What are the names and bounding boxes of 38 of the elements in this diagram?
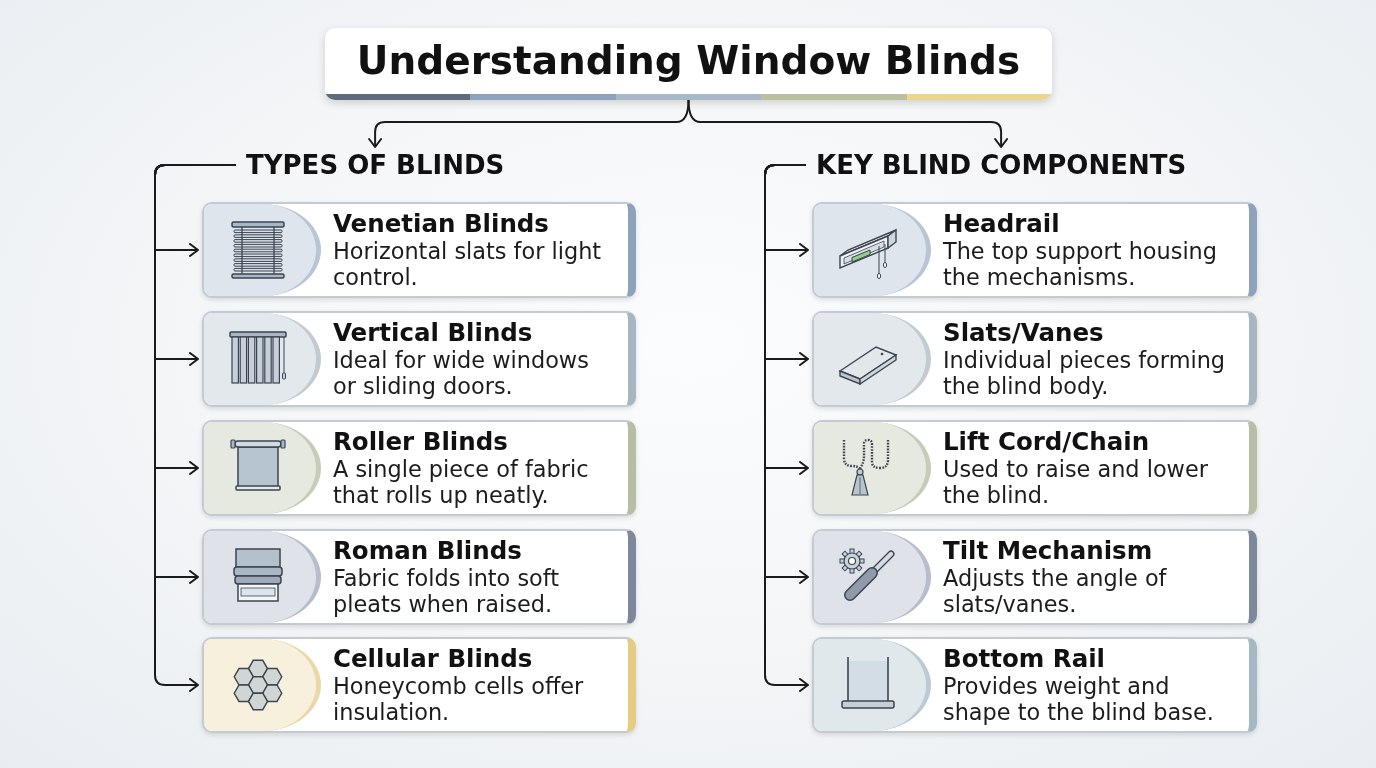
info-card xyxy=(812,529,1257,625)
card-title: Venetian Blinds xyxy=(333,209,550,238)
card-title: Headrail xyxy=(943,209,1061,238)
info-card xyxy=(812,311,1257,407)
card-title: Vertical Blinds xyxy=(333,318,534,347)
card-title: Lift Cord/Chain xyxy=(943,427,1151,456)
connector-arrow xyxy=(687,99,1009,148)
card-title: Cellular Blinds xyxy=(333,644,534,673)
info-card xyxy=(202,637,636,733)
card-description: Provides weight and shape to the blind base. xyxy=(943,673,1215,725)
info-card xyxy=(202,420,636,516)
card-title: Tilt Mechanism xyxy=(943,536,1154,565)
card-description: The top support housing the mechanisms. xyxy=(943,238,1219,290)
section-heading: TYPES OF BLINDS xyxy=(246,150,505,180)
card-title: Roller Blinds xyxy=(333,427,509,456)
card-description: Fabric folds into soft pleats when raised. xyxy=(333,565,561,617)
info-card xyxy=(202,202,636,298)
connector-arrow xyxy=(154,164,237,692)
info-card xyxy=(812,420,1257,516)
info-card xyxy=(812,202,1257,298)
card-description: A single piece of fabric that rolls up neatly. xyxy=(333,456,590,508)
title-box xyxy=(325,28,1052,100)
card-description: Horizontal slats for light control. xyxy=(333,238,603,290)
info-card xyxy=(202,311,636,407)
card-description: Individual pieces forming the blind body. xyxy=(943,347,1227,399)
info-card xyxy=(202,529,636,625)
card-description: Used to raise and lower the blind. xyxy=(943,456,1209,508)
card-description: Adjusts the angle of slats/vanes. xyxy=(943,565,1168,617)
card-title: Slats/Vanes xyxy=(943,318,1105,347)
card-title: Bottom Rail xyxy=(943,644,1106,673)
section-heading: KEY BLIND COMPONENTS xyxy=(816,150,1187,180)
card-description: Honeycomb cells offer insulation. xyxy=(333,673,585,725)
connector-arrow xyxy=(368,99,690,148)
title-text: Understanding Window Blinds xyxy=(356,37,1021,85)
info-card xyxy=(812,637,1257,733)
card-description: Ideal for wide windows or sliding doors. xyxy=(333,347,590,399)
card-title: Roman Blinds xyxy=(333,536,523,565)
connector-arrow xyxy=(764,164,809,692)
